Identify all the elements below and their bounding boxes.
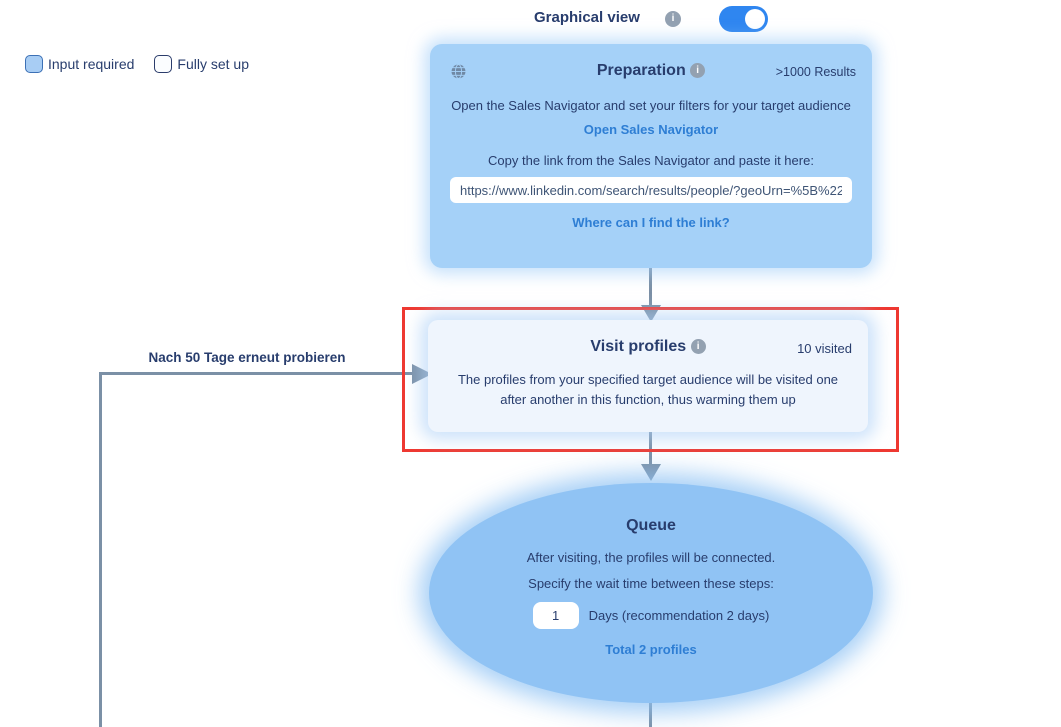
open-sales-navigator-link[interactable]: Open Sales Navigator (583, 122, 719, 137)
fully-set-up-label: Fully set up (177, 56, 249, 72)
legend-item-fully-set-up[interactable]: Fully set up (154, 55, 249, 73)
loop-connector-horizontal-line (99, 372, 413, 375)
legend-item-input-required[interactable]: Input required (25, 55, 134, 73)
top-bar: Graphical view i (0, 4, 1061, 36)
visit-profiles-header: Visit profiles i (428, 338, 868, 360)
where-find-link-help[interactable]: Where can I find the link? (572, 215, 730, 230)
preparation-instruction-1: Open the Sales Navigator and set your fi… (451, 98, 851, 113)
graphical-view-info-icon[interactable]: i (665, 11, 681, 27)
toggle-knob (745, 9, 765, 29)
loop-label: Nach 50 Tage erneut probieren (148, 350, 346, 365)
preparation-info-icon[interactable]: i (690, 63, 706, 79)
connector-visit-to-queue-line (649, 431, 652, 465)
visit-profiles-title: Visit profiles (590, 338, 687, 355)
globe-icon (451, 64, 466, 79)
input-required-label: Input required (48, 56, 135, 72)
connector-prep-to-visit-line (649, 267, 652, 306)
connector-queue-down-line (649, 699, 652, 727)
loop-connector-arrowhead-icon (412, 364, 432, 384)
preparation-node[interactable]: Preparation i >1000 Results Open the Sal… (430, 44, 872, 268)
connector-visit-to-queue-arrowhead-icon (641, 464, 661, 481)
loop-connector-vertical-line (99, 372, 102, 727)
wait-days-input[interactable] (532, 602, 579, 629)
legend: Input required Fully set up (25, 55, 249, 73)
total-profiles-link[interactable]: Total 2 profiles (605, 642, 697, 657)
visit-profiles-node[interactable]: Visit profiles i 10 visited The profiles… (428, 320, 868, 432)
fully-set-up-checkbox[interactable] (154, 55, 173, 73)
preparation-title: Preparation (596, 62, 686, 79)
queue-title: Queue (626, 517, 676, 534)
graphical-view-toggle[interactable] (719, 6, 768, 32)
days-recommendation-label: Days (recommendation 2 days) (588, 608, 770, 623)
queue-line-1: After visiting, the profiles will be con… (526, 550, 776, 565)
preparation-instruction-2: Copy the link from the Sales Navigator a… (488, 153, 814, 168)
days-row: Days (recommendation 2 days) (429, 602, 873, 629)
visit-profiles-description: The profiles from your specified target … (457, 372, 839, 408)
queue-node[interactable]: Queue After visiting, the profiles will … (429, 483, 873, 703)
preparation-header: Preparation i >1000 Results (430, 62, 872, 84)
queue-line-2: Specify the wait time between these step… (528, 576, 774, 591)
results-badge: >1000 Results (775, 65, 856, 79)
graphical-view-label: Graphical view (534, 9, 640, 26)
input-required-checkbox[interactable] (25, 55, 43, 73)
visit-profiles-info-icon[interactable]: i (690, 339, 706, 355)
sales-navigator-url-input[interactable] (450, 177, 852, 203)
visited-badge: 10 visited (797, 341, 852, 356)
